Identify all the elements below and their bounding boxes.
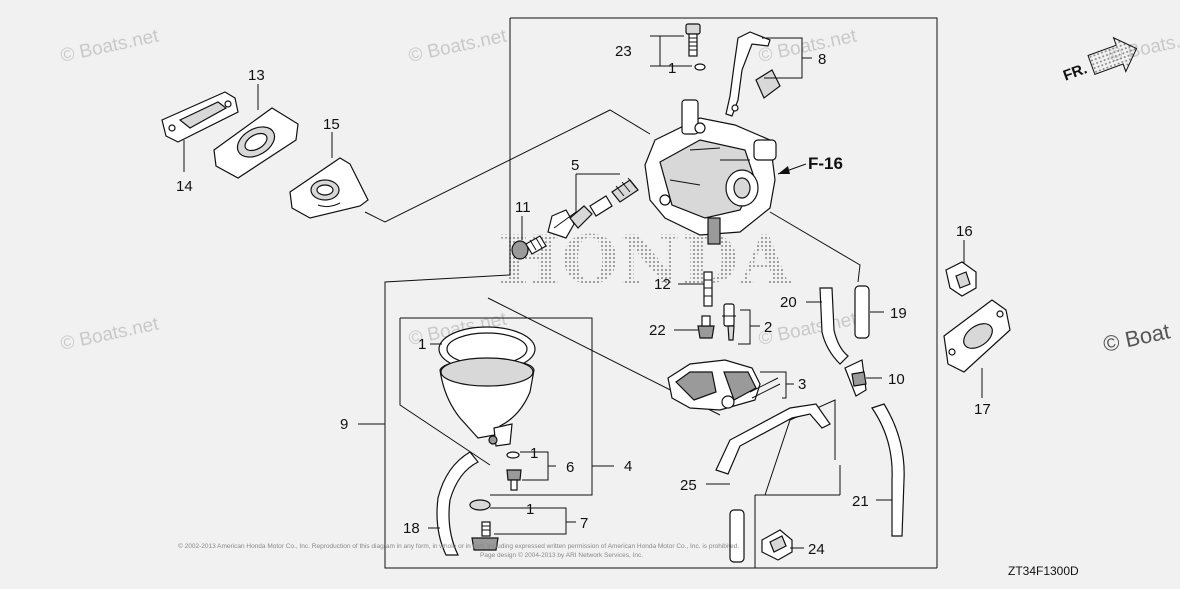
callout-25[interactable]: 25 xyxy=(680,477,697,494)
part-gasket-17[interactable] xyxy=(943,299,1011,373)
callout-23[interactable]: 23 xyxy=(615,43,632,60)
part-insulator-13[interactable] xyxy=(213,107,299,179)
callout-14[interactable]: 14 xyxy=(176,178,193,195)
callout-4[interactable]: 4 xyxy=(624,458,632,475)
part-float-valve-5[interactable] xyxy=(547,177,639,239)
part-drain-bolt-7[interactable] xyxy=(469,499,499,551)
callout-21[interactable]: 21 xyxy=(852,493,869,510)
callout-3[interactable]: 3 xyxy=(798,376,806,393)
callout-1[interactable]: 1 xyxy=(668,60,676,77)
callout-11[interactable]: 11 xyxy=(515,199,531,216)
part-drain-tube-18[interactable] xyxy=(436,451,479,556)
copyright-line-1: © 2002-2013 American Honda Motor Co., In… xyxy=(178,542,739,550)
callout-2[interactable]: 2 xyxy=(764,319,772,336)
part-tube-19[interactable] xyxy=(854,285,870,339)
part-main-nozzle-12[interactable] xyxy=(703,271,713,307)
callout-16[interactable]: 16 xyxy=(956,223,973,240)
part-tube-25-lower[interactable] xyxy=(729,509,745,563)
callout-20[interactable]: 20 xyxy=(780,294,797,311)
leader-lines xyxy=(183,35,983,549)
part-drain-screw-11[interactable] xyxy=(511,235,547,260)
watermark-text: © Boats.net xyxy=(757,26,859,67)
part-choke-lever-8[interactable] xyxy=(725,31,781,117)
part-tube-25[interactable] xyxy=(715,403,831,475)
part-pilot-screw-23[interactable] xyxy=(685,23,701,57)
copyright-line-2: Page design © 2004-2013 by ARI Network S… xyxy=(480,551,643,559)
callout-1[interactable]: 1 xyxy=(530,445,538,462)
part-gasket-14[interactable] xyxy=(161,91,239,143)
part-float-bowl[interactable] xyxy=(439,357,535,447)
callout-5[interactable]: 5 xyxy=(571,157,579,174)
part-carburetor-body[interactable] xyxy=(644,99,777,245)
callout-1[interactable]: 1 xyxy=(526,501,534,518)
callout-24[interactable]: 24 xyxy=(808,541,825,558)
callout-22[interactable]: 22 xyxy=(649,322,666,339)
honda-watermark-logo: HONDA xyxy=(498,221,792,299)
watermark-text: © Boats.net xyxy=(59,314,161,355)
part-clip-24[interactable] xyxy=(761,529,793,561)
watermark-text: © Boats.net xyxy=(407,26,509,67)
part-joint-10[interactable] xyxy=(844,359,867,397)
callout-18[interactable]: 18 xyxy=(403,520,420,537)
part-tube-21[interactable] xyxy=(871,403,905,537)
callout-19[interactable]: 19 xyxy=(890,305,907,322)
callout-9[interactable]: 9 xyxy=(340,416,348,433)
part-main-jet-22[interactable] xyxy=(697,315,715,339)
part-gasket-15[interactable] xyxy=(289,157,369,219)
part-float-valve-2[interactable] xyxy=(722,303,736,341)
watermark-text: © Boats.net xyxy=(59,26,161,67)
callout-8[interactable]: 8 xyxy=(818,51,826,68)
callout-15[interactable]: 15 xyxy=(323,116,340,133)
callout-13[interactable]: 13 xyxy=(248,67,265,84)
direction-label: FR. xyxy=(1061,60,1090,84)
callout-7[interactable]: 7 xyxy=(580,515,588,532)
part-float-3[interactable] xyxy=(667,359,781,411)
callout-10[interactable]: 10 xyxy=(888,371,905,388)
part-tube-20[interactable] xyxy=(819,287,849,365)
part-o-ring[interactable] xyxy=(694,63,706,71)
part-drain-bolt-6[interactable] xyxy=(506,451,522,491)
callout-6[interactable]: 6 xyxy=(566,459,574,476)
arrow-shape xyxy=(1087,36,1138,75)
diagram-code: ZT34F1300D xyxy=(1008,564,1079,578)
watermark-text: © Boat xyxy=(1101,318,1172,357)
part-clip-16[interactable] xyxy=(945,261,977,297)
callout-12[interactable]: 12 xyxy=(654,276,671,293)
reference-f16[interactable]: F-16 xyxy=(808,154,843,173)
callout-17[interactable]: 17 xyxy=(974,401,991,418)
frame-lines xyxy=(364,17,938,569)
callout-labels: 23 1 8 13 14 15 5 11 F-16 12 22 2 3 20 1… xyxy=(176,43,991,558)
callout-1[interactable]: 1 xyxy=(418,336,426,353)
